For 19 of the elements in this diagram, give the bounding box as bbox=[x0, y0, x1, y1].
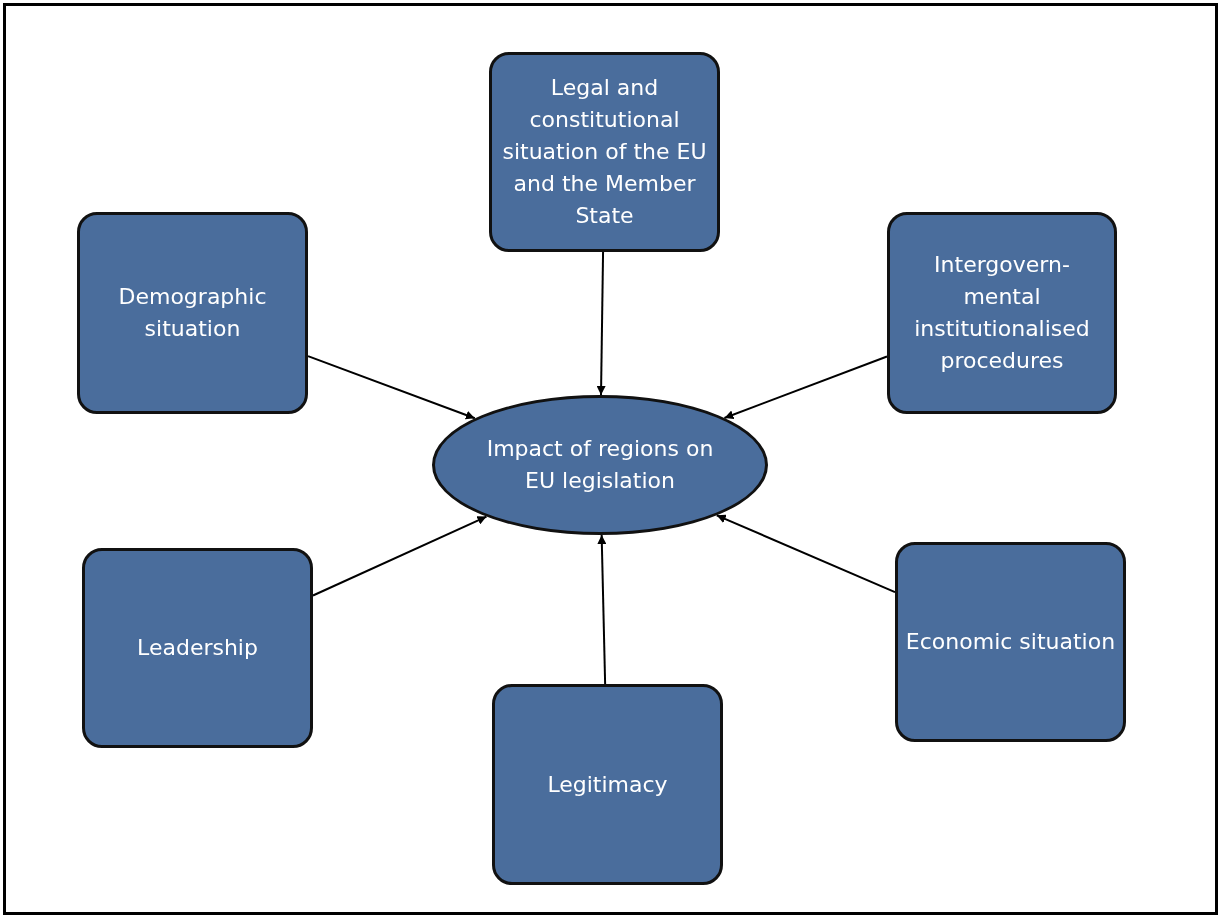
factor-box bbox=[492, 684, 723, 885]
node-label: Legal and constitutional situation of the EU and the Member State bbox=[501, 74, 708, 230]
factor-box bbox=[82, 548, 313, 748]
factor-box bbox=[489, 52, 720, 252]
node-label: Legitimacy bbox=[547, 770, 668, 799]
factor-box bbox=[895, 542, 1126, 742]
arrow bbox=[597, 534, 607, 685]
node-label: Leadership bbox=[137, 634, 258, 663]
node-label: Demographic situation bbox=[117, 283, 268, 343]
arrow bbox=[596, 251, 606, 396]
node-label: Intergovern-mental institutionalised procedures bbox=[913, 251, 1091, 375]
arrow bbox=[312, 515, 488, 597]
arrow bbox=[715, 514, 896, 594]
arrow bbox=[723, 355, 888, 419]
factor-box bbox=[887, 212, 1117, 414]
arrow bbox=[307, 355, 476, 420]
node-label: Impact of regions on EU legislation bbox=[485, 435, 715, 495]
node-label: Economic situation bbox=[905, 628, 1116, 657]
factor-box bbox=[77, 212, 308, 414]
